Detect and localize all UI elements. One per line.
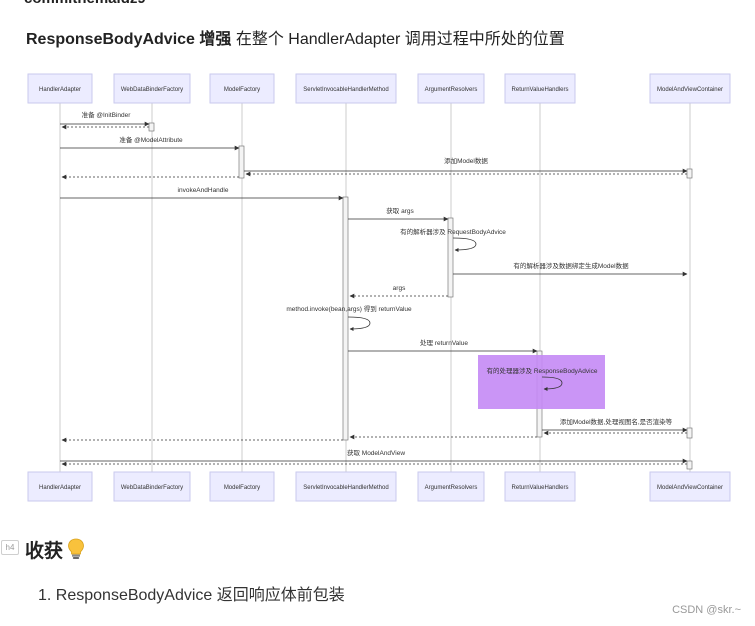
top-heading: commithemaidz9 xyxy=(24,0,146,7)
actor-label: ArgumentResolvers xyxy=(425,87,478,93)
activation-box xyxy=(148,122,155,132)
list-item: 1. ResponseBodyAdvice 返回响应体前包装 xyxy=(38,587,345,604)
actor-box xyxy=(113,471,191,502)
message-label: 有的解析器涉及数据绑定生成Model数据 xyxy=(513,261,629,270)
message-label: 添加Model数据,处理视图名,是否渲染等 xyxy=(560,417,673,426)
actor-box xyxy=(504,471,576,502)
actors-top: HandlerAdapter WebDataBinderFactory Mode… xyxy=(27,73,731,104)
subtitle: ResponseBodyAdvice 增强 在整个 HandlerAdapter… xyxy=(26,25,565,49)
actor-label: ModelFactory xyxy=(224,485,260,491)
actor-box xyxy=(295,73,397,104)
heading-level-badge: h4 xyxy=(1,540,19,555)
actor-label: ServletInvocableHandlerMethod xyxy=(303,485,388,491)
actor-box xyxy=(649,471,731,502)
actors-bottom: HandlerAdapter WebDataBinderFactory Mode… xyxy=(27,471,731,502)
section-title: 收获 xyxy=(25,541,64,562)
top-heading-text: commithemaidz9 xyxy=(24,0,146,7)
message-label: invokeAndHandle xyxy=(178,187,229,194)
message-label: args xyxy=(393,285,406,292)
message-label: 获取 args xyxy=(386,206,414,215)
actor-label: ReturnValueHandlers xyxy=(512,87,569,93)
actor-label: WebDataBinderFactory xyxy=(121,87,183,93)
subtitle-bold: ResponseBodyAdvice 增强 xyxy=(26,31,232,48)
actor-label: HandlerAdapter xyxy=(39,87,81,93)
actor-box xyxy=(504,73,576,104)
activation-box xyxy=(686,168,693,179)
actor-label: ArgumentResolvers xyxy=(425,485,478,491)
activation-box xyxy=(342,196,349,441)
actor-label: ModelAndViewContainer xyxy=(657,485,723,491)
actor-box xyxy=(209,73,275,104)
activation-box xyxy=(447,217,454,298)
message-label: 准备 @ModelAttribute xyxy=(119,135,183,144)
actor-label: HandlerAdapter xyxy=(39,485,81,491)
activation-box xyxy=(686,427,693,439)
watermark: CSDN @skr.~ xyxy=(672,604,741,616)
sequence-diagram: HandlerAdapter WebDataBinderFactory Mode… xyxy=(27,73,731,502)
actor-box xyxy=(209,471,275,502)
message-label: 有的解析器涉及 RequestBodyAdvice xyxy=(400,227,506,236)
message-label: 有的处理器涉及 ResponseBodyAdvice xyxy=(487,366,598,375)
message-label: 获取 ModelAndView xyxy=(347,448,405,457)
actor-box xyxy=(113,73,191,104)
actor-label: WebDataBinderFactory xyxy=(121,485,183,491)
highlight-box xyxy=(478,355,605,409)
actor-box xyxy=(417,73,485,104)
actor-label: ModelFactory xyxy=(224,87,260,93)
subtitle-rest: 在整个 HandlerAdapter 调用过程中所处的位置 xyxy=(231,31,565,48)
actor-label: ModelAndViewContainer xyxy=(657,87,723,93)
actor-box xyxy=(27,73,93,104)
actor-label: ServletInvocableHandlerMethod xyxy=(303,87,388,93)
message-label: 处理 returnValue xyxy=(420,338,468,347)
lightbulb-icon xyxy=(68,538,84,559)
actor-box xyxy=(649,73,731,104)
message-label: 添加Model数据 xyxy=(444,156,488,165)
activation-box xyxy=(238,145,245,179)
message-label: method.invoke(bean,args) 得到 returnValue xyxy=(286,304,412,313)
actor-label: ReturnValueHandlers xyxy=(512,485,569,491)
actor-box xyxy=(295,471,397,502)
message-label: 准备 @InitBinder xyxy=(82,110,132,119)
actor-box xyxy=(417,471,485,502)
activation-box xyxy=(686,460,693,470)
actor-box xyxy=(27,471,93,502)
